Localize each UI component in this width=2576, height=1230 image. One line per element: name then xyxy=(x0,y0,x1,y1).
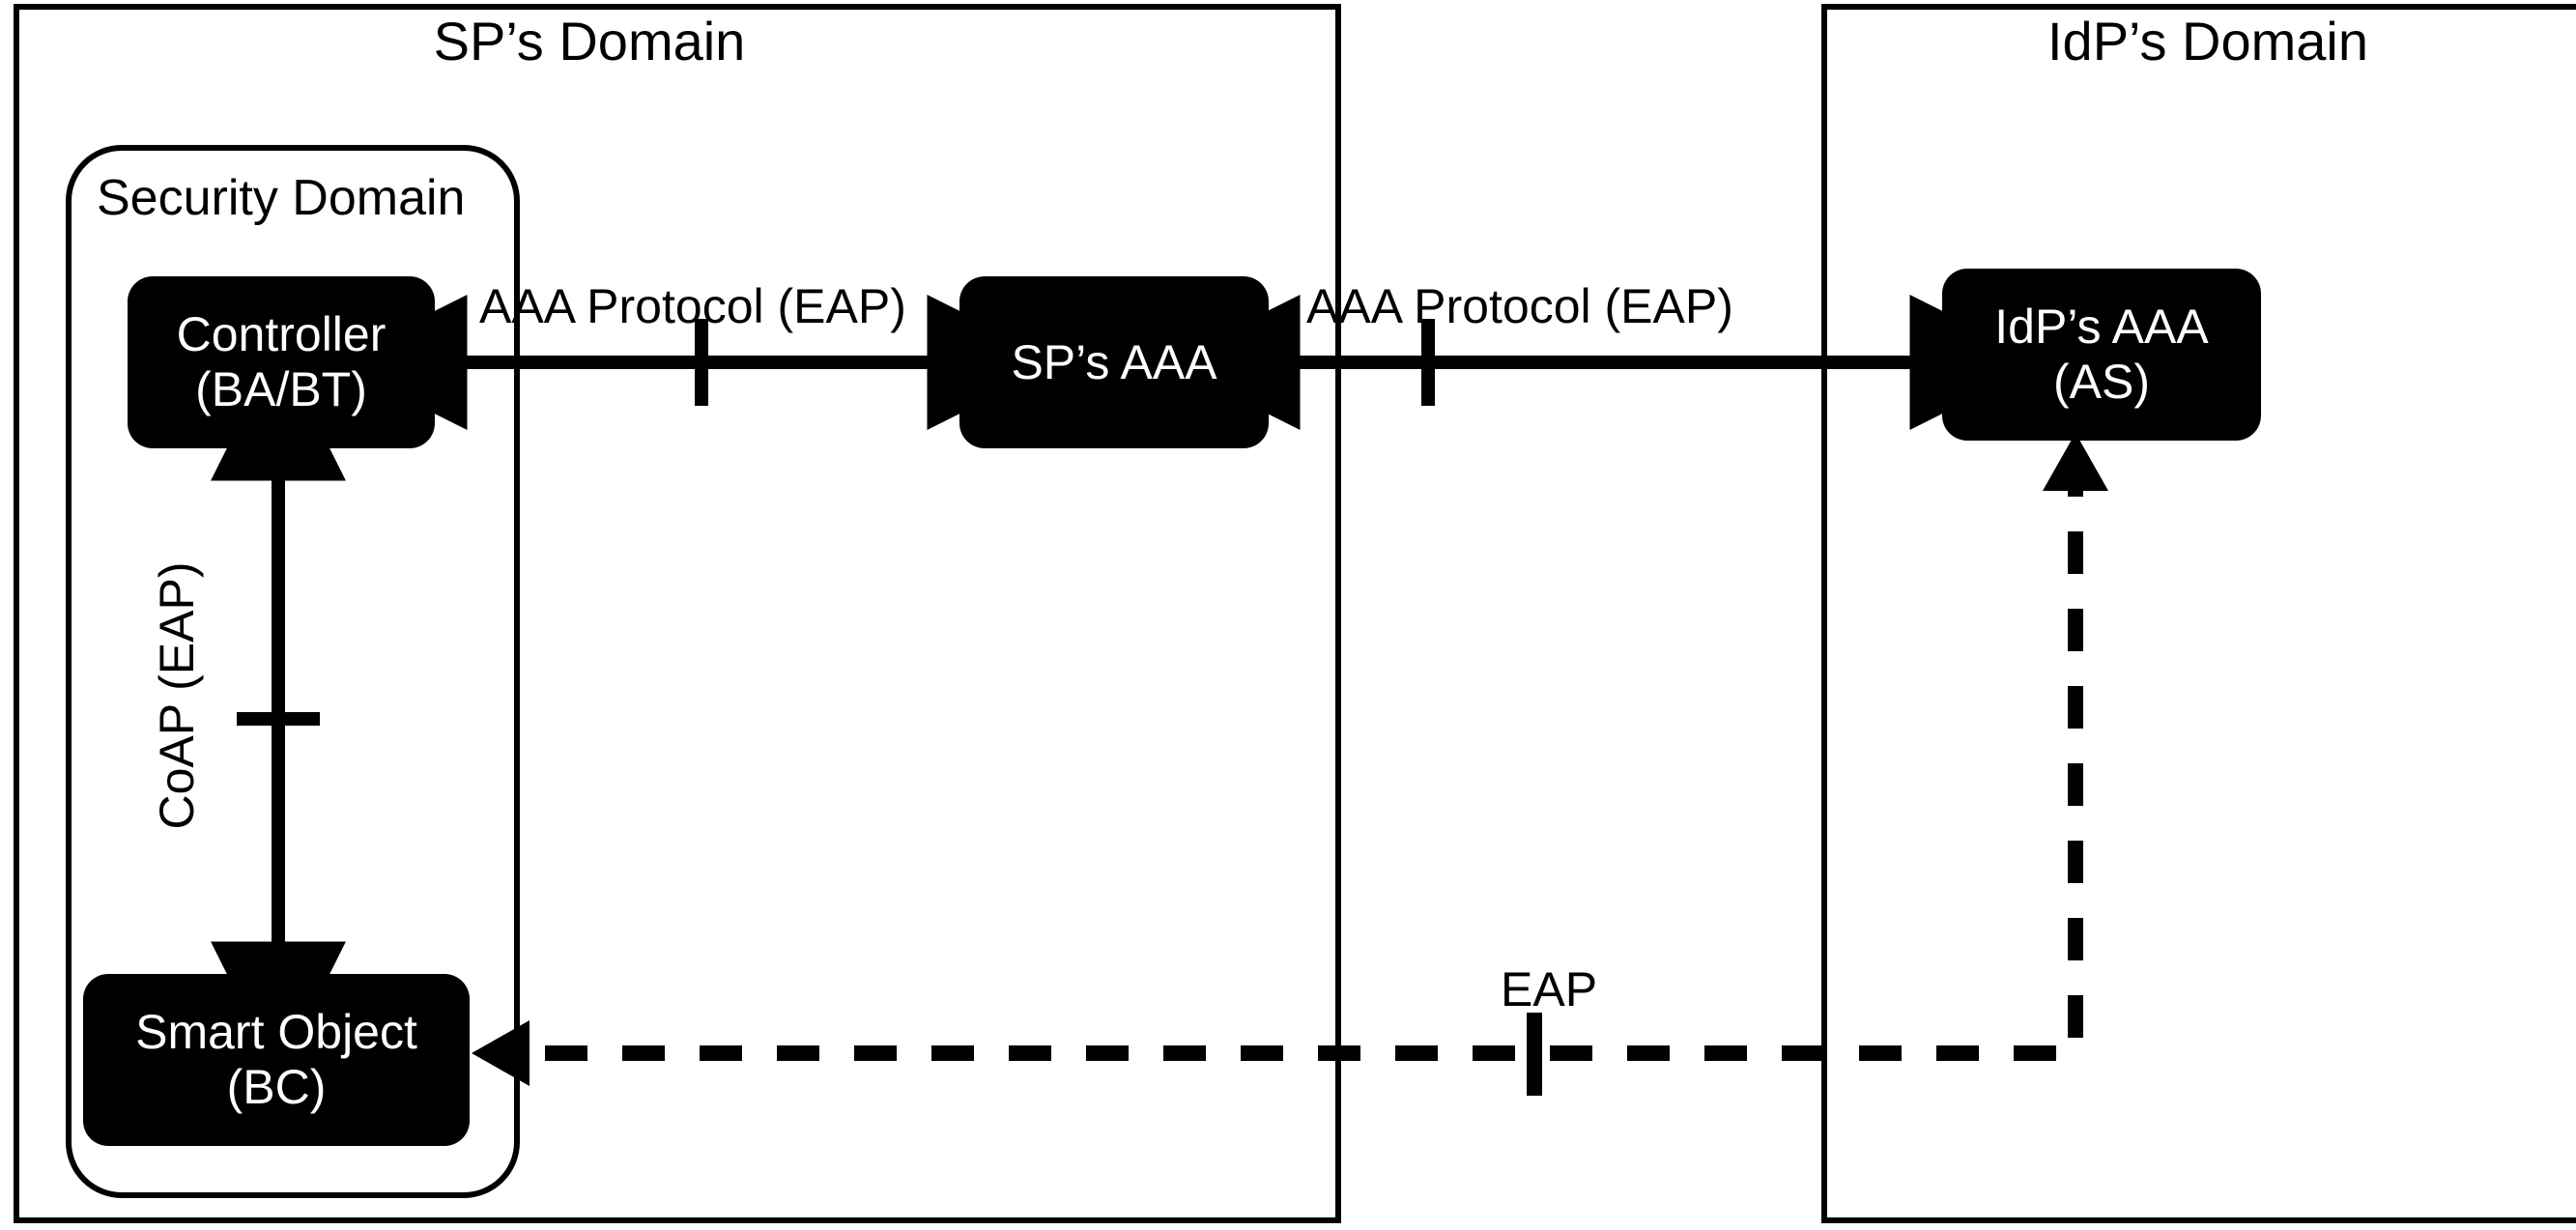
edge-label-aaa-protocol-left: AAA Protocol (EAP) xyxy=(479,279,906,333)
node-sp-aaa[interactable]: SP’s AAA xyxy=(959,276,1269,448)
node-smart-object-line1: Smart Object xyxy=(135,1005,417,1059)
edge-spaaa-idpaaa xyxy=(1164,295,2046,430)
node-idp-aaa[interactable]: IdP’s AAA (AS) xyxy=(1942,269,2261,441)
edge-controller-spaaa xyxy=(331,295,1063,430)
arrowhead-into-smart-object xyxy=(472,1020,530,1086)
edge-idpaaa-smartobject xyxy=(472,433,2108,1096)
edge-label-eap: EAP xyxy=(1501,962,1598,1016)
node-smart-object[interactable]: Smart Object (BC) xyxy=(83,974,470,1146)
node-smart-object-line2: (BC) xyxy=(226,1060,327,1114)
node-idp-aaa-line1: IdP’s AAA xyxy=(1994,300,2209,354)
node-sp-aaa-line1: SP’s AAA xyxy=(1011,334,1217,389)
security-domain-boundary xyxy=(66,145,520,1198)
idp-domain-boundary xyxy=(1821,4,2576,1223)
security-domain-title: Security Domain xyxy=(97,170,466,226)
node-idp-aaa-line2: (AS) xyxy=(2053,355,2150,409)
node-controller-line2: (BA/BT) xyxy=(195,362,367,416)
edge-label-aaa-protocol-right: AAA Protocol (EAP) xyxy=(1306,279,1733,333)
node-controller[interactable]: Controller (BA/BT) xyxy=(128,276,435,448)
edge-label-coap-eap: CoAP (EAP) xyxy=(150,561,204,830)
arrowhead-into-idp-aaa xyxy=(2043,433,2108,491)
idp-domain-title: IdP’s Domain xyxy=(2046,11,2368,72)
sp-domain-title: SP’s Domain xyxy=(433,11,746,72)
edge-controller-smartobject xyxy=(211,345,346,1077)
node-controller-line1: Controller xyxy=(176,307,386,361)
sp-domain-boundary xyxy=(14,4,1341,1223)
